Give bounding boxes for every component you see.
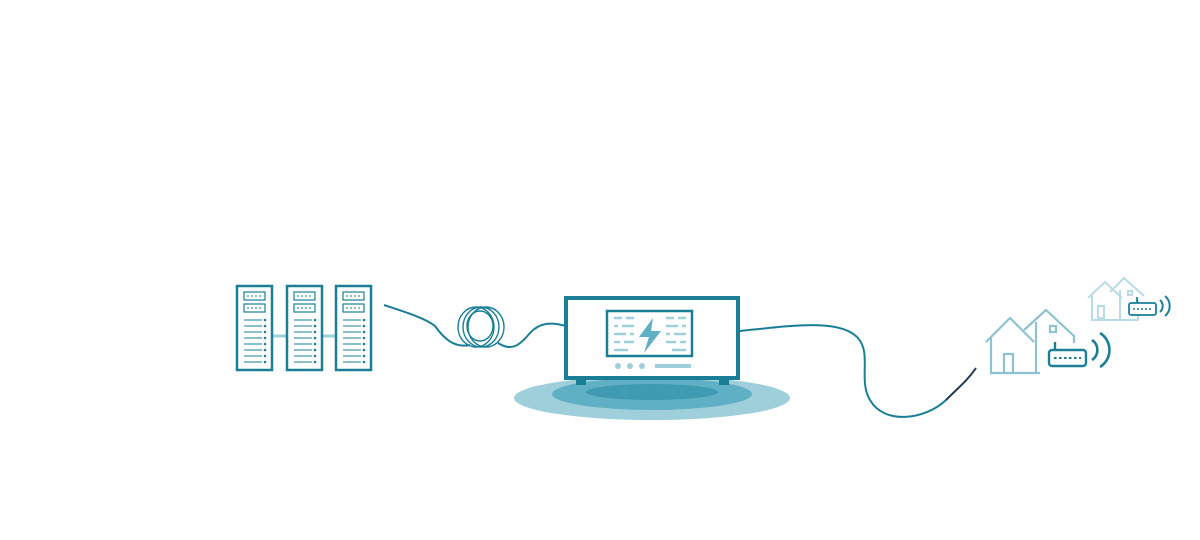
server-rack-icon: [334, 284, 373, 372]
lightning-bolt-icon: [639, 318, 661, 353]
server-rack-icon: [285, 284, 324, 372]
house-router-icon: [985, 308, 1111, 375]
server-rack-icon: [235, 284, 274, 372]
power-unit-base-glow: [514, 376, 790, 420]
fiber-cable-middle: [497, 322, 567, 348]
distribution-cable: [739, 324, 947, 418]
house-router-icon: [1087, 276, 1171, 321]
power-unit: [564, 296, 740, 385]
distribution-cable-end: [945, 367, 977, 401]
fiber-cable-left: [383, 304, 471, 347]
power-unit-indicators: [615, 363, 691, 369]
server-racks: [235, 284, 373, 372]
fiber-coil-icon: [457, 306, 505, 348]
